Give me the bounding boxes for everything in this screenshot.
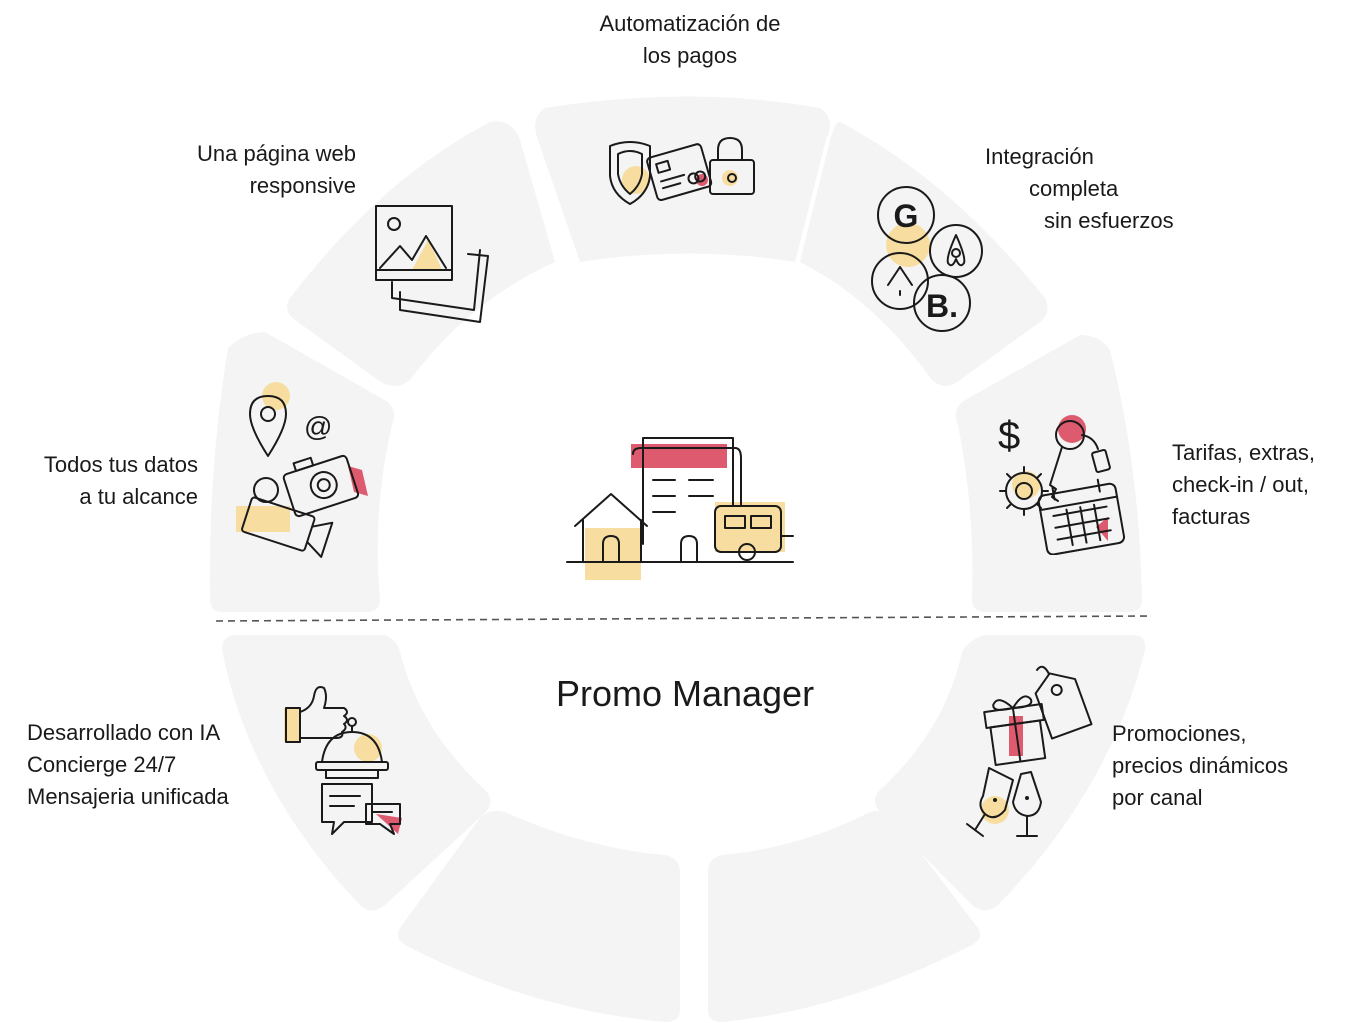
label-line: Integración <box>985 144 1094 169</box>
segment-top <box>535 96 830 262</box>
label-line: Automatización de <box>599 11 781 36</box>
label-line: check-in / out, <box>1172 472 1309 497</box>
feature-label-concierge: Desarrollado con IA Concierge 24/7 Mensa… <box>27 717 277 813</box>
segment-bottom-center-left <box>397 810 680 1022</box>
label-line: precios dinámicos <box>1112 753 1289 778</box>
feature-label-integration: Integración completa sin esfuerzos <box>985 141 1215 237</box>
segment-left <box>209 332 395 612</box>
label-line: Desarrollado con IA <box>27 720 221 745</box>
label-line: Tarifas, extras, <box>1172 440 1316 465</box>
divider-line <box>215 615 1153 622</box>
segment-bottom-center-right <box>708 810 980 1022</box>
svg-text:B.: B. <box>926 288 958 324</box>
svg-text:@: @ <box>304 411 332 442</box>
payments-card-lock-icon <box>609 137 755 205</box>
channel-logos-icon: G B. <box>871 186 983 332</box>
label-line: por canal <box>1112 785 1203 810</box>
concierge-bell-icon <box>284 686 402 835</box>
svg-text:$: $ <box>998 414 1020 458</box>
label-line: Mensajeria unificada <box>27 784 229 809</box>
feature-label-website: Una página web responsive <box>120 138 356 202</box>
feature-label-rates: Tarifas, extras, check-in / out, factura… <box>1172 437 1342 533</box>
property-types-icon <box>566 437 794 580</box>
label-line: los pagos <box>642 43 738 68</box>
feature-label-data: Todos tus datos a tu alcance <box>0 449 198 513</box>
image-gallery-icon <box>375 205 489 323</box>
segment-bottom-left <box>222 635 491 911</box>
label-line: completa <box>1029 176 1119 201</box>
svg-text:G: G <box>894 198 919 234</box>
rates-calendar-key-icon: $ <box>998 414 1126 555</box>
feature-label-promotions: Promociones, precios dinámicos por canal <box>1112 718 1332 814</box>
label-line: Promociones, <box>1112 721 1247 746</box>
gift-champagne-icon <box>966 665 1093 837</box>
feature-label-payments: Automatización de los pagos <box>560 8 820 72</box>
label-line: a tu alcance <box>79 484 198 509</box>
label-line: Todos tus datos <box>43 452 198 477</box>
label-line: Concierge 24/7 <box>27 752 177 777</box>
page-title: Promo Manager <box>555 673 815 714</box>
label-line: Una página web <box>196 141 356 166</box>
label-line: responsive <box>249 173 356 198</box>
label-line: sin esfuerzos <box>1044 208 1174 233</box>
segment-bottom-right <box>875 635 1146 911</box>
media-data-icon: @ <box>236 382 368 558</box>
label-line: facturas <box>1172 504 1251 529</box>
segment-right <box>955 335 1142 612</box>
